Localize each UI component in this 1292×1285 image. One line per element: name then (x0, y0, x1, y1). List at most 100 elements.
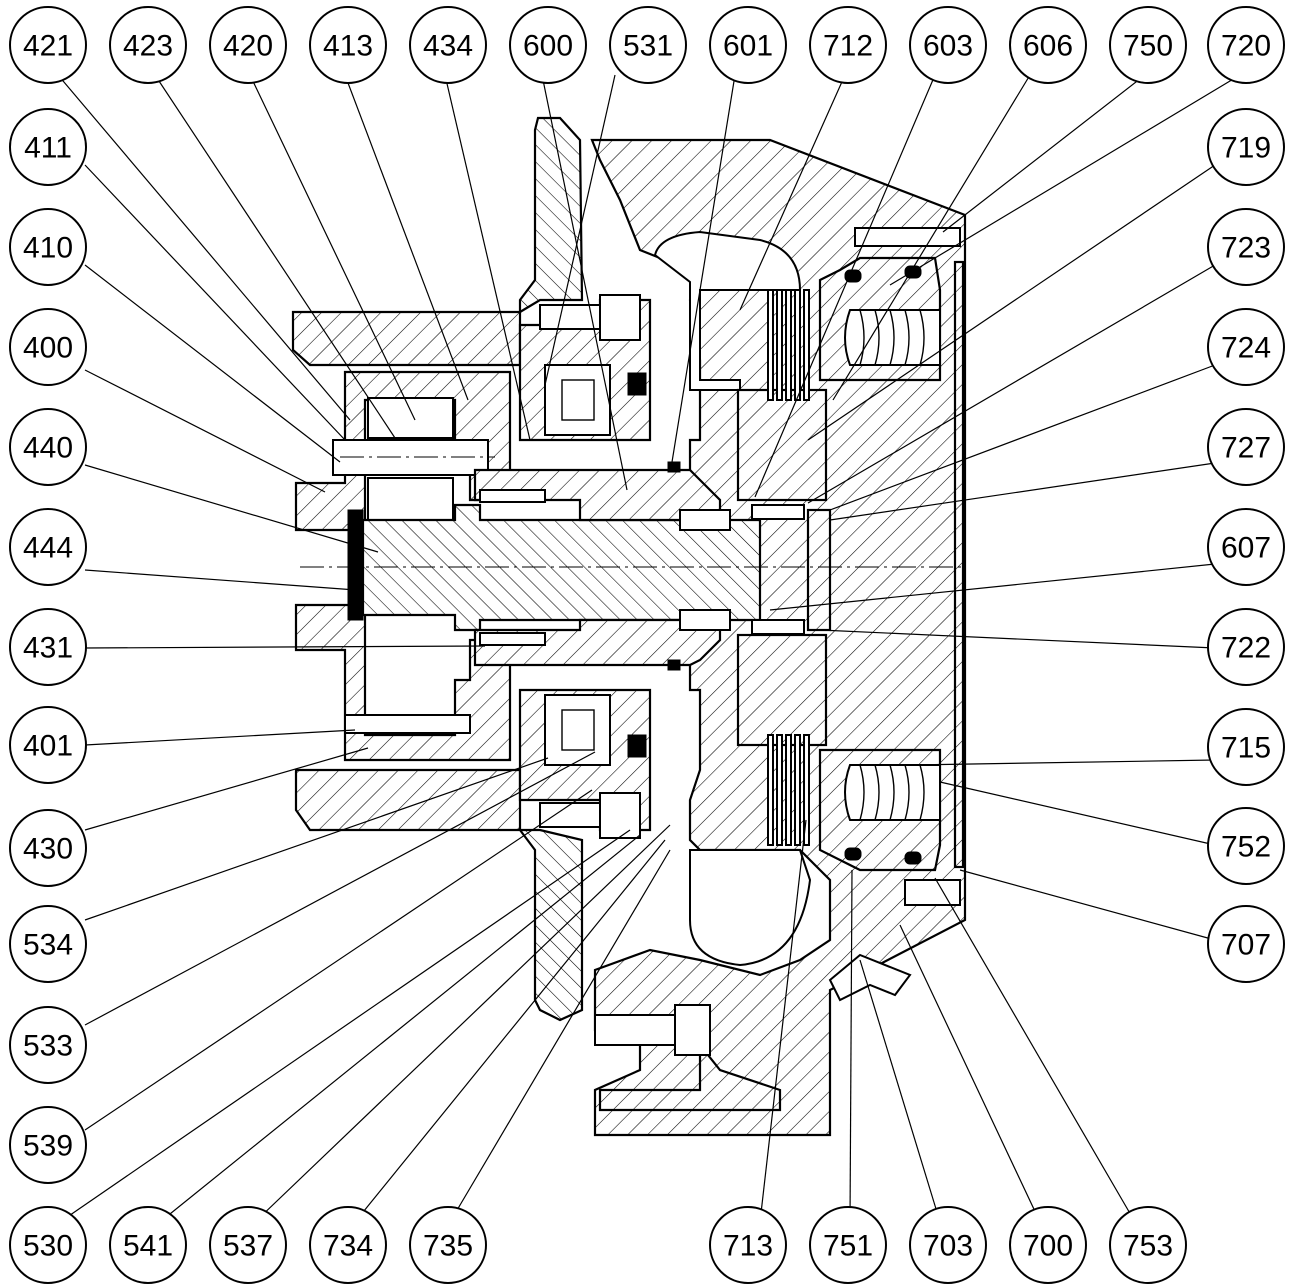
callout-753: 753 (1109, 1206, 1187, 1284)
callout-423: 423 (109, 6, 187, 84)
housing-web-lower (517, 828, 584, 1022)
spring-upper (844, 309, 941, 366)
svg-text:606: 606 (1023, 30, 1073, 63)
seal-lower (627, 734, 647, 758)
svg-text:715: 715 (1221, 732, 1271, 765)
svg-text:420: 420 (223, 30, 273, 63)
svg-text:421: 421 (23, 30, 73, 63)
callout-413: 413 (309, 6, 387, 84)
svg-text:600: 600 (523, 30, 573, 63)
needle-bearing-mid (367, 477, 454, 524)
svg-text:751: 751 (823, 1230, 873, 1263)
svg-text:533: 533 (23, 1030, 73, 1063)
callout-431: 431 (9, 608, 87, 686)
pin-750 (854, 227, 961, 247)
callout-607: 607 (1207, 508, 1285, 586)
hub-lower (473, 618, 722, 667)
section-view (291, 116, 967, 1137)
callout-712: 712 (809, 6, 887, 84)
callout-401: 401 (9, 706, 87, 784)
pin-lower (344, 714, 471, 734)
svg-text:430: 430 (23, 833, 73, 866)
callout-421: 421 (9, 6, 87, 84)
cover-plate (953, 260, 965, 869)
callout-703: 703 (909, 1206, 987, 1284)
svg-text:713: 713 (723, 1230, 773, 1263)
svg-text:700: 700 (1023, 1230, 1073, 1263)
callout-707: 707 (1207, 905, 1285, 983)
callout-533: 533 (9, 1006, 87, 1084)
svg-text:411: 411 (24, 132, 72, 165)
callout-722: 722 (1207, 608, 1285, 686)
callouts-top: 421 423 420 413 434 600 531 601 712 603 … (9, 6, 1285, 84)
svg-text:723: 723 (1221, 232, 1271, 265)
pressure-disc-lower (736, 633, 828, 747)
callout-700: 700 (1009, 1206, 1087, 1284)
callout-720: 720 (1207, 6, 1285, 84)
spring-lower (844, 764, 941, 821)
callout-724: 724 (1207, 308, 1285, 386)
svg-text:423: 423 (123, 30, 173, 63)
svg-text:400: 400 (23, 332, 73, 365)
callout-420: 420 (209, 6, 287, 84)
svg-text:444: 444 (23, 532, 73, 565)
foot-bolt (594, 1014, 676, 1046)
seal-upper (627, 372, 647, 396)
bearing-upper (544, 364, 611, 436)
callout-723: 723 (1207, 208, 1285, 286)
motor-flange-upper (291, 310, 522, 367)
svg-text:539: 539 (23, 1130, 73, 1163)
callout-735: 735 (409, 1206, 487, 1284)
seal-ring-607 (667, 461, 681, 473)
breather (828, 953, 912, 1002)
callout-541: 541 (109, 1206, 187, 1284)
o-ring-1 (844, 269, 862, 283)
callout-603: 603 (909, 6, 987, 84)
callout-444: 444 (9, 508, 87, 586)
leader-lines (57, 74, 1241, 1223)
callout-601: 601 (709, 6, 787, 84)
o-ring-3 (844, 847, 862, 861)
callout-751: 751 (809, 1206, 887, 1284)
svg-text:434: 434 (423, 30, 473, 63)
svg-text:753: 753 (1123, 1230, 1173, 1263)
svg-text:401: 401 (23, 730, 73, 763)
bearing-lower (544, 694, 611, 766)
needle-bearing-727 (751, 504, 805, 520)
svg-text:712: 712 (823, 30, 873, 63)
callout-410: 410 (9, 208, 87, 286)
callout-600: 600 (509, 6, 587, 84)
callout-531: 531 (609, 6, 687, 84)
retainer-727 (806, 508, 832, 632)
svg-text:530: 530 (23, 1230, 73, 1263)
callout-539: 539 (9, 1106, 87, 1184)
needle-bearing-722 (751, 619, 805, 635)
svg-text:734: 734 (323, 1230, 373, 1263)
svg-text:607: 607 (1221, 532, 1271, 565)
callout-727: 727 (1207, 408, 1285, 486)
callout-434: 434 (409, 6, 487, 84)
callout-534: 534 (9, 905, 87, 983)
svg-text:534: 534 (23, 929, 73, 962)
callout-400: 400 (9, 308, 87, 386)
callout-713: 713 (709, 1206, 787, 1284)
svg-text:724: 724 (1221, 332, 1271, 365)
svg-text:750: 750 (1123, 30, 1173, 63)
svg-text:703: 703 (923, 1230, 973, 1263)
svg-text:707: 707 (1221, 929, 1271, 962)
svg-text:413: 413 (323, 30, 373, 63)
bolt-lower (539, 802, 601, 828)
needle-bearing-upper (367, 397, 454, 439)
svg-text:603: 603 (923, 30, 973, 63)
o-ring-4 (904, 851, 922, 865)
housing-web-upper (518, 116, 584, 314)
callout-715: 715 (1207, 708, 1285, 786)
callout-430: 430 (9, 809, 87, 887)
svg-text:440: 440 (23, 432, 73, 465)
svg-text:601: 601 (723, 30, 773, 63)
svg-text:531: 531 (623, 30, 673, 63)
callout-750: 750 (1109, 6, 1187, 84)
callout-606: 606 (1009, 6, 1087, 84)
svg-text:541: 541 (123, 1230, 173, 1263)
